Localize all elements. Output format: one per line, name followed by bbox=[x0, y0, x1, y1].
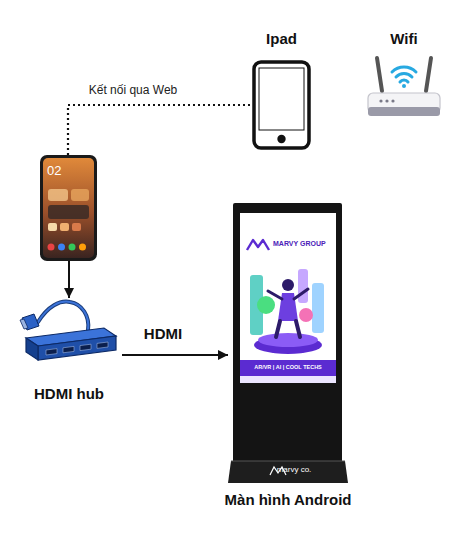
tablet-illustration-part bbox=[254, 62, 309, 148]
hub-illustration-part bbox=[38, 336, 116, 360]
phone-illustration-part bbox=[48, 223, 57, 231]
router-illustration-part bbox=[368, 107, 440, 116]
router-illustration bbox=[368, 58, 440, 116]
phone-illustration-part bbox=[43, 158, 94, 258]
device-label: Wifi bbox=[390, 30, 417, 47]
kiosk-illustration-part bbox=[276, 321, 300, 337]
router-illustration-part bbox=[379, 99, 382, 102]
usb-port bbox=[97, 342, 108, 348]
kiosk-illustration-part bbox=[298, 269, 308, 303]
kiosk-illustration-part bbox=[258, 333, 318, 347]
kiosk-illustration-part bbox=[312, 283, 324, 333]
hub-illustration-part bbox=[38, 302, 88, 330]
router-illustration-part bbox=[391, 99, 394, 102]
phone-illustration-part bbox=[72, 223, 81, 231]
connectors bbox=[68, 105, 252, 355]
web-link-dotted bbox=[68, 105, 252, 155]
usb-port bbox=[46, 349, 57, 355]
phone-node: 02 bbox=[40, 155, 97, 261]
router-node: Wifi bbox=[365, 55, 443, 117]
kiosk-illustration-part bbox=[231, 460, 345, 461]
kiosk-illustration-part bbox=[257, 296, 275, 314]
usb-port bbox=[63, 346, 74, 352]
device-label: Ipad bbox=[266, 30, 297, 47]
phone-illustration-part bbox=[79, 244, 86, 251]
kiosk-illustration-part bbox=[240, 360, 336, 376]
router-illustration-part bbox=[396, 74, 412, 77]
hub-illustration-part bbox=[20, 319, 28, 329]
phone-illustration-part bbox=[71, 189, 89, 201]
router-illustration-part bbox=[392, 67, 416, 72]
kiosk-illustration-part bbox=[268, 289, 308, 299]
kiosk-illustration-part bbox=[282, 279, 294, 291]
kiosk-illustration-part bbox=[240, 376, 336, 383]
device-label: Màn hình Android bbox=[225, 491, 352, 508]
edge-label: Kết nối qua Web bbox=[87, 84, 180, 98]
kiosk-illustration-part bbox=[247, 240, 269, 250]
kiosk-illustration-part bbox=[240, 213, 336, 383]
phone-illustration-part bbox=[60, 223, 69, 231]
clock-text: 02 bbox=[47, 164, 61, 179]
brand-text: MARVY GROUP bbox=[273, 240, 326, 248]
router-illustration-part bbox=[426, 58, 431, 91]
router-illustration-part bbox=[385, 99, 388, 102]
tablet-illustration bbox=[254, 62, 309, 148]
tablet-illustration-part bbox=[259, 68, 304, 130]
phone-illustration-part bbox=[48, 189, 68, 201]
hdmi-hub-node: HDMI hub bbox=[20, 298, 118, 362]
router-illustration-part bbox=[377, 58, 382, 91]
router-illustration-part bbox=[402, 84, 406, 88]
phone-illustration-part bbox=[69, 244, 76, 251]
hub-illustration-part bbox=[26, 338, 38, 360]
tablet-node: Ipad bbox=[252, 60, 311, 150]
tablet-illustration-part bbox=[277, 135, 285, 143]
usb-port bbox=[80, 344, 91, 350]
kiosk-illustration-part bbox=[233, 203, 342, 463]
base-brand-text: marvy co. bbox=[277, 465, 312, 474]
phone-illustration-part bbox=[40, 155, 97, 261]
device-label: HDMI hub bbox=[34, 385, 104, 402]
kiosk-illustration bbox=[228, 203, 348, 483]
hdmi-arrow bbox=[122, 354, 228, 356]
edge-label: HDMI bbox=[142, 325, 184, 342]
phone-illustration-part bbox=[58, 244, 65, 251]
router-illustration-part bbox=[400, 80, 408, 82]
hub-illustration-part bbox=[38, 302, 88, 330]
arrow-connector bbox=[68, 261, 70, 298]
phone-illustration bbox=[40, 155, 97, 261]
hub-ports bbox=[46, 342, 108, 355]
tagline-text: AR/VR | AI | COOL TECHS bbox=[254, 364, 322, 370]
phone-illustration-part bbox=[48, 205, 89, 219]
phone-illustration-part bbox=[48, 244, 55, 251]
kiosk-screen-node: MARVY GROUP AR/VR | AI | COOL TECHS marvy … bbox=[228, 203, 348, 483]
hub-illustration bbox=[20, 302, 116, 360]
kiosk-illustration-part bbox=[299, 308, 313, 322]
kiosk-illustration-part bbox=[228, 461, 348, 483]
